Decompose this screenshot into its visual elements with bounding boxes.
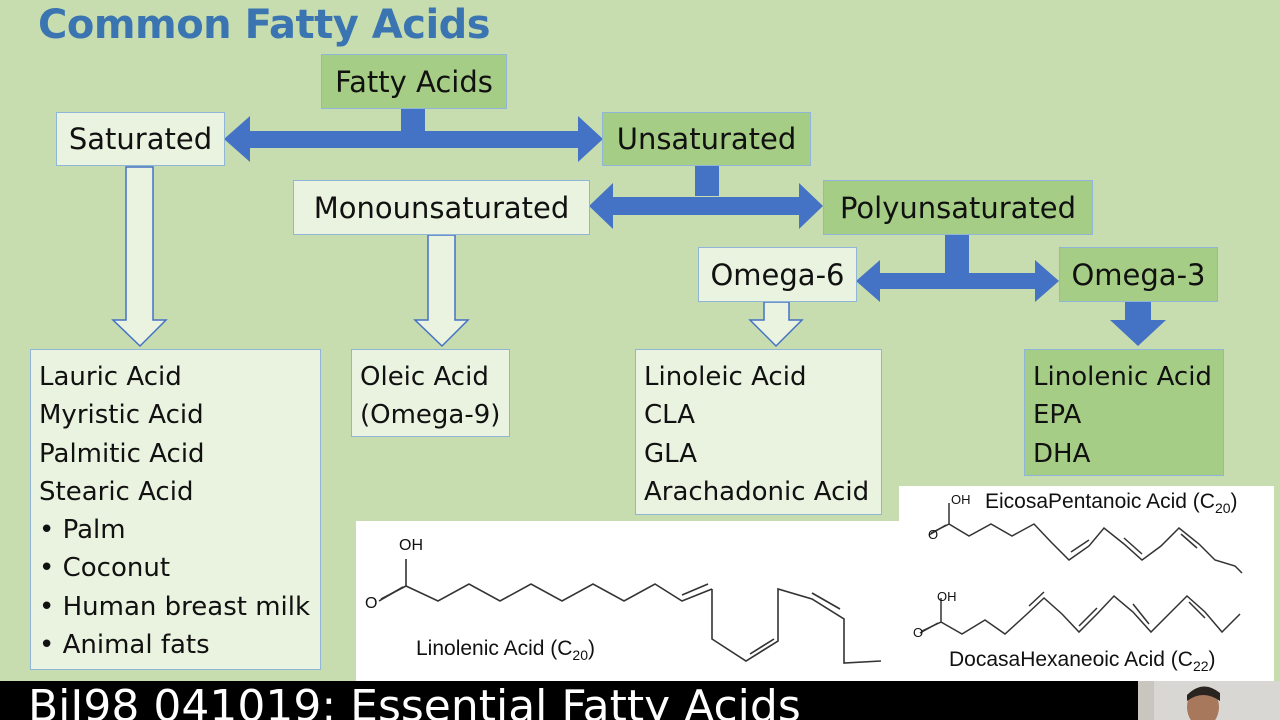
linolenic-structure-diagram: OH O <box>365 537 882 664</box>
epa-dha-structure-panel: OH O OH O EicosaPentanoic Acid (C20) Doc… <box>899 486 1274 681</box>
list-item: Lauric Acid <box>39 362 182 392</box>
list-item: EPA <box>1033 400 1082 431</box>
node-saturated: Saturated <box>56 112 225 166</box>
list-item: Coconut <box>39 549 320 587</box>
list-item: Linolenic Acid <box>1033 362 1212 392</box>
list-omega-3: Linolenic Acid EPA DHA <box>1024 349 1224 476</box>
arrow-omega6-down <box>748 301 804 348</box>
node-omega-3: Omega-3 <box>1059 247 1218 302</box>
arrow-fatty-acids-split <box>224 109 603 162</box>
list-item: Stearic Acid <box>39 476 194 507</box>
list-item: CLA <box>644 400 696 431</box>
footer-title: BiJ98 041019: Essential Fatty Acids <box>28 681 801 720</box>
list-saturated: Lauric Acid Myristic Acid Palmitic Acid … <box>30 349 321 670</box>
dha-label: DocasaHexaneoic Acid (C22) <box>949 648 1216 675</box>
node-fatty-acids: Fatty Acids <box>321 54 507 109</box>
slide-title: Common Fatty Acids <box>38 2 491 48</box>
list-item: (Omega-9) <box>360 400 501 431</box>
node-monounsaturated: Monounsaturated <box>293 180 590 235</box>
arrow-unsaturated-split <box>589 166 823 229</box>
arrow-saturated-down <box>111 166 168 348</box>
list-item: Human breast milk <box>39 588 320 626</box>
node-omega-6: Omega-6 <box>698 247 857 302</box>
list-item: Arachadonic Acid <box>644 476 870 507</box>
node-unsaturated: Unsaturated <box>602 112 811 166</box>
atom-o: O <box>913 625 923 640</box>
atom-o: O <box>928 527 938 542</box>
node-polyunsaturated: Polyunsaturated <box>823 180 1093 235</box>
list-item: Animal fats <box>39 626 320 664</box>
arrow-poly-split <box>856 234 1059 302</box>
atom-oh: OH <box>951 492 971 507</box>
linolenic-structure-panel: OH O Linolenic Acid (C20) <box>356 521 899 681</box>
epa-dha-structure-diagram: OH O OH O <box>913 492 1243 640</box>
list-monounsaturated: Oleic Acid (Omega-9) <box>351 349 510 437</box>
list-item: Linoleic Acid <box>644 362 807 392</box>
arrow-omega3-down <box>1110 302 1166 346</box>
list-item: GLA <box>644 438 698 469</box>
atom-oh: OH <box>937 589 957 604</box>
footer-bar: BiJ98 041019: Essential Fatty Acids <box>0 681 1280 720</box>
webcam-thumbnail <box>1138 681 1280 720</box>
list-item: Myristic Acid <box>39 400 204 431</box>
list-item: DHA <box>1033 438 1091 469</box>
arrow-mono-down <box>413 234 470 348</box>
atom-oh: OH <box>399 537 423 554</box>
atom-o: O <box>365 595 377 612</box>
list-item: Palmitic Acid <box>39 438 205 469</box>
list-item: Oleic Acid <box>360 362 489 392</box>
list-omega-6: Linoleic Acid CLA GLA Arachadonic Acid <box>635 349 882 515</box>
linolenic-label: Linolenic Acid (C20) <box>416 637 595 664</box>
epa-label: EicosaPentanoic Acid (C20) <box>985 490 1238 517</box>
list-item: Palm <box>39 511 320 549</box>
